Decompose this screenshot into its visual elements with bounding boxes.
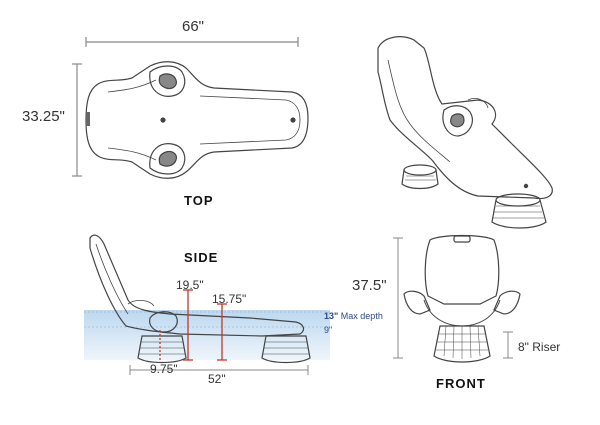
side-view [89, 234, 311, 364]
max-depth-label: 13" Max depth [324, 311, 383, 321]
side-view-title: SIDE [184, 250, 219, 265]
side-base-front [261, 335, 311, 364]
min-depth-label: 9" [324, 325, 333, 335]
front-height-label: 37.5" [352, 277, 387, 294]
side-seat-height-label: 15.75" [212, 292, 247, 306]
front-handle-left [403, 290, 431, 315]
top-body-outline [85, 61, 309, 179]
iso-handle [442, 105, 473, 137]
front-back-outline [424, 234, 500, 305]
top-handle-upper [149, 65, 186, 97]
front-handle-right [493, 290, 521, 315]
side-height-label: 19.5" [176, 278, 204, 292]
side-handle [149, 311, 178, 333]
iso-base-front [491, 199, 547, 229]
top-view-title: TOP [184, 193, 214, 208]
front-view-title: FRONT [436, 376, 486, 391]
max-depth-text: Max depth [340, 311, 383, 321]
front-base [433, 325, 491, 363]
side-base-rear [137, 335, 187, 364]
top-handle-lower [149, 143, 186, 175]
top-height-label: 33.25" [22, 108, 65, 125]
side-body-outline [89, 234, 305, 337]
side-length-label: 52" [208, 372, 226, 386]
iso-view [377, 36, 553, 229]
front-view [403, 234, 521, 363]
riser-label: 8" Riser [518, 340, 561, 354]
max-depth-value: 13" [324, 311, 339, 321]
top-view [72, 37, 309, 179]
side-dims [159, 289, 227, 361]
side-base-label: 9.75" [150, 362, 178, 376]
iso-body-outline [377, 36, 553, 200]
top-width-label: 66" [182, 18, 205, 35]
iso-base-rear [401, 169, 439, 190]
